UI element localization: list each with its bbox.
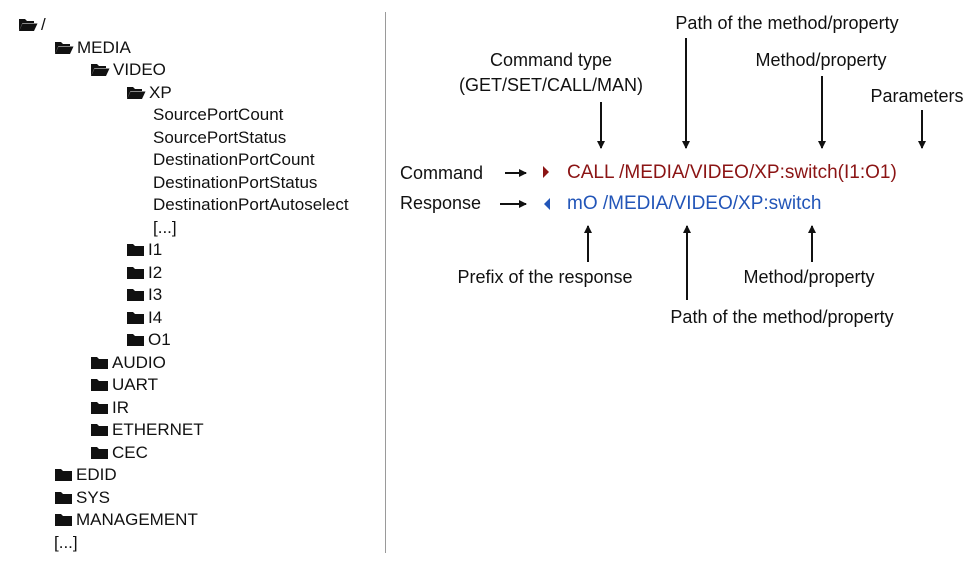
folder-icon <box>54 466 73 488</box>
tree-property[interactable]: DestinationPortCount <box>153 150 315 169</box>
tree-node-cec[interactable]: CEC <box>90 442 148 466</box>
tree-node-label: I1 <box>148 240 163 259</box>
tree-property[interactable]: SourcePortCount <box>153 105 284 124</box>
folder-icon <box>126 331 145 353</box>
tree-node-root[interactable]: / <box>18 14 46 38</box>
tree-property[interactable]: DestinationPortAutoselect <box>153 195 349 214</box>
tree-more: [...] <box>153 218 177 237</box>
panel-divider <box>385 12 386 553</box>
folder-open-icon <box>126 84 146 106</box>
label-method-top: Method/property <box>755 50 887 70</box>
folder-icon <box>126 241 145 263</box>
tree-node-label: IR <box>112 398 129 417</box>
triangle-left-icon <box>544 198 550 210</box>
tree-node-ir[interactable]: IR <box>90 397 129 421</box>
tree-node-ethernet[interactable]: ETHERNET <box>90 419 204 443</box>
label-method-bottom: Method/property <box>743 267 875 287</box>
tree-node-edid[interactable]: EDID <box>54 464 117 488</box>
tree-property[interactable]: DestinationPortStatus <box>153 173 318 192</box>
tree-node-i2[interactable]: I2 <box>126 262 162 286</box>
tree-property[interactable]: SourcePortStatus <box>153 128 287 147</box>
tree-node-xp[interactable]: XP <box>126 82 172 106</box>
label-command: Command <box>400 163 484 183</box>
folder-icon <box>90 376 109 398</box>
tree-node-label: AUDIO <box>112 353 166 372</box>
tree-node-label: I4 <box>148 308 163 327</box>
folder-icon <box>90 421 109 443</box>
tree-node-audio[interactable]: AUDIO <box>90 352 166 376</box>
folder-icon <box>126 286 145 308</box>
tree-node-label: O1 <box>148 330 171 349</box>
tree-node-label: ETHERNET <box>112 420 204 439</box>
tree-node-o1[interactable]: O1 <box>126 329 171 353</box>
label-command-type: Command type <box>489 50 613 70</box>
tree-node-management[interactable]: MANAGEMENT <box>54 509 198 533</box>
tree-node-i1[interactable]: I1 <box>126 239 162 263</box>
folder-icon <box>54 489 73 511</box>
label-parameters: Parameters <box>870 86 964 106</box>
label-command-type-values: (GET/SET/CALL/MAN) <box>458 75 644 95</box>
command-text: CALL /MEDIA/VIDEO/XP:switch(I1:O1) <box>567 162 897 183</box>
tree-node-label: EDID <box>76 465 117 484</box>
tree-node-label: MEDIA <box>77 38 131 57</box>
tree-node-i4[interactable]: I4 <box>126 307 162 331</box>
tree-node-media[interactable]: MEDIA <box>54 37 131 61</box>
tree-node-label: VIDEO <box>113 60 166 79</box>
tree-node-uart[interactable]: UART <box>90 374 158 398</box>
folder-open-icon <box>54 39 74 61</box>
label-path-bottom: Path of the method/property <box>670 307 894 327</box>
property-tree: / MEDIA VIDEO XP SourcePortCount SourceP… <box>0 0 385 568</box>
tree-node-label: MANAGEMENT <box>76 510 198 529</box>
tree-node-i3[interactable]: I3 <box>126 284 162 308</box>
label-response: Response <box>400 193 482 213</box>
tree-more: [...] <box>54 533 78 552</box>
folder-icon <box>90 444 109 466</box>
label-path-top: Path of the method/property <box>675 13 899 33</box>
tree-node-label: UART <box>112 375 158 394</box>
tree-node-label: SYS <box>76 488 111 507</box>
response-text: mO /MEDIA/VIDEO/XP:switch <box>567 193 822 214</box>
label-prefix: Prefix of the response <box>457 267 633 287</box>
folder-open-icon <box>90 61 110 83</box>
tree-node-label: CEC <box>112 443 148 462</box>
folder-icon <box>126 264 145 286</box>
triangle-right-icon <box>543 166 549 178</box>
folder-icon <box>54 511 73 533</box>
folder-open-icon <box>18 16 38 38</box>
tree-node-label: XP <box>149 83 172 102</box>
tree-node-video[interactable]: VIDEO <box>90 59 166 83</box>
tree-node-label: / <box>41 15 46 34</box>
folder-icon <box>90 399 109 421</box>
tree-node-label: I3 <box>148 285 163 304</box>
tree-node-label: I2 <box>148 263 163 282</box>
folder-icon <box>90 354 109 376</box>
folder-icon <box>126 309 145 331</box>
tree-node-sys[interactable]: SYS <box>54 487 110 511</box>
